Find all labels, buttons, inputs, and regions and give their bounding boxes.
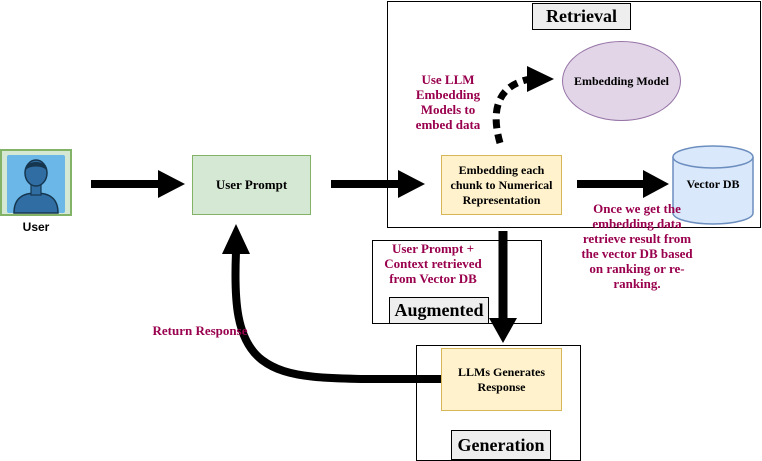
arrow-embedding-to-vectordb <box>577 170 669 198</box>
vector-db-node <box>672 145 754 225</box>
user-prompt-node: User Prompt <box>192 155 311 215</box>
dotted-arrow-to-embedding-model <box>492 66 554 144</box>
note-use-llm: Use LLM Embedding Models to embed data <box>415 72 481 132</box>
note-once-we-get: Once we get the embedding data retrieve … <box>581 201 693 291</box>
retrieval-title: Retrieval <box>532 3 631 30</box>
augmented-title: Augmented <box>389 297 489 324</box>
embedding-chunk-label: Embedding each chunk to Numerical Repres… <box>450 162 553 207</box>
user-icon <box>2 151 70 214</box>
vector-db-label: Vector DB <box>686 177 740 191</box>
arrow-prompt-to-embedding <box>331 170 425 198</box>
embedding-model-node: Embedding Model <box>562 41 681 121</box>
user-prompt-label: User Prompt <box>215 177 288 192</box>
user-label: User <box>22 220 50 234</box>
note-user-prompt-context: User Prompt + Context retrieved from Vec… <box>384 241 482 286</box>
arrow-user-to-prompt <box>91 170 185 198</box>
embedding-model-label: Embedding Model <box>573 73 669 88</box>
arrow-return-response <box>222 224 442 384</box>
arrow-retrieval-to-generation <box>489 231 517 343</box>
llm-generates-label: LLMs Generates Response <box>458 364 545 394</box>
note-return-response: Return Response <box>152 323 248 338</box>
llm-generates-node: LLMs Generates Response <box>441 348 562 411</box>
generation-title: Generation <box>451 430 551 460</box>
embedding-chunk-node: Embedding each chunk to Numerical Repres… <box>441 155 562 215</box>
user-avatar <box>0 149 72 216</box>
